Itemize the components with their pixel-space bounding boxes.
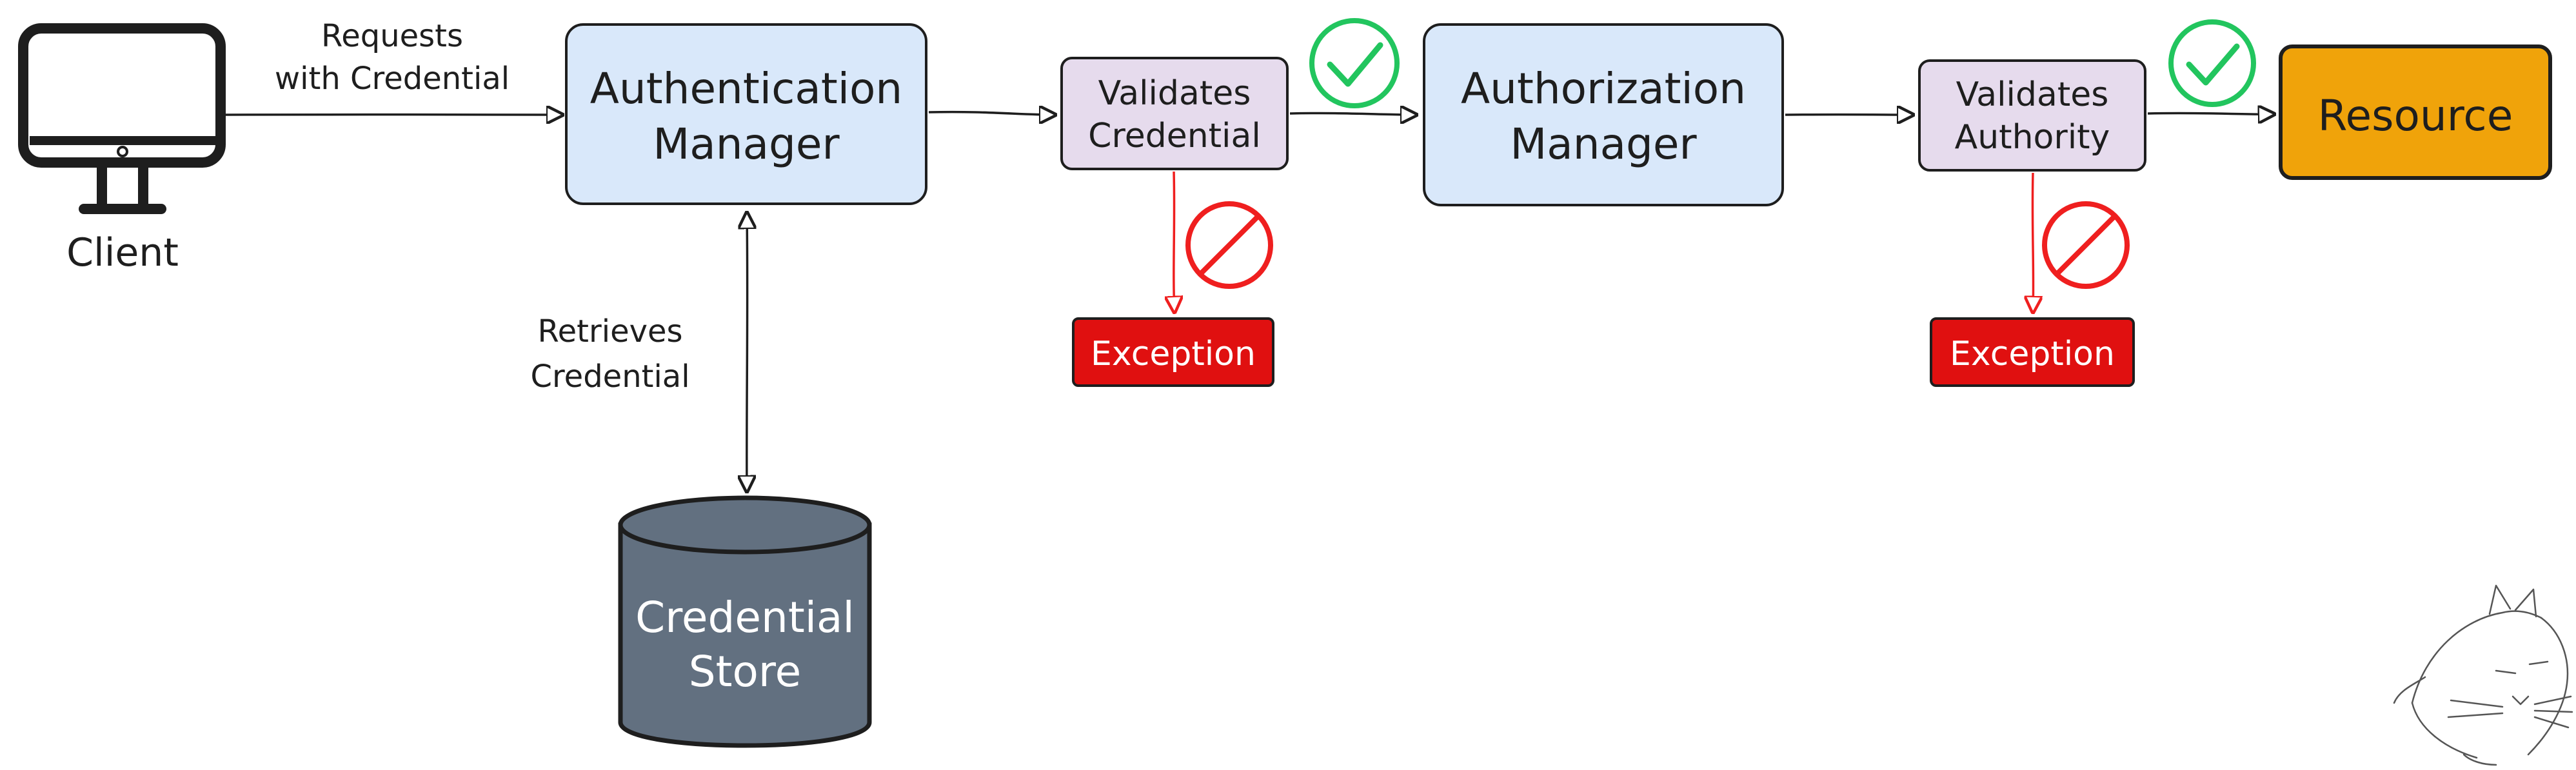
edge-validate-to-resource (2147, 113, 2274, 114)
validates-credential-node: Validates Credential (1060, 57, 1289, 170)
auth-manager-line2: Manager (653, 119, 840, 169)
edge-client-label-line1: Requests (321, 18, 463, 54)
credential-store-line2: Store (689, 647, 801, 696)
exception-1-label: Exception (1091, 335, 1256, 373)
authz-manager-line1: Authorization (1461, 64, 1746, 114)
resource-node: Resource (2279, 44, 2552, 180)
exception-2-label: Exception (1950, 335, 2115, 373)
edge-store-label-line1: Retrieves (537, 313, 682, 350)
validate-credential-line1: Validates (1098, 74, 1251, 113)
validate-authority-line2: Authority (1955, 118, 2110, 157)
authz-manager-line2: Manager (1510, 119, 1697, 169)
cat-sketch-icon (2393, 584, 2573, 766)
validate-credential-line2: Credential (1088, 117, 1261, 155)
edge-validate-to-authz (1289, 113, 1416, 115)
edge-client-to-auth: Requests with Credential (223, 18, 562, 115)
edge-auth-to-validate (928, 112, 1055, 115)
prohibited-icon (1185, 201, 1273, 289)
edge-client-label-line2: with Credential (275, 61, 510, 97)
validate-authority-line1: Validates (1956, 75, 2109, 114)
client-label: Client (66, 230, 179, 275)
credential-store-node: Credential Store (618, 495, 872, 748)
edge-auth-to-store: Retrieves Credential (530, 213, 747, 491)
monitor-icon (18, 23, 226, 214)
auth-manager-line1: Authentication (590, 64, 903, 114)
check-circle-icon (1309, 18, 1400, 108)
authentication-manager-node: Authentication Manager (565, 23, 927, 205)
authorization-manager-node: Authorization Manager (1423, 23, 1784, 206)
exception-2-node: Exception (1930, 317, 2135, 387)
client-node: Client (18, 23, 226, 275)
resource-label: Resource (2318, 91, 2513, 141)
validates-authority-node: Validates Authority (1918, 59, 2146, 172)
exception-1-node: Exception (1072, 317, 1274, 387)
database-icon (618, 495, 872, 748)
edge-store-label-line2: Credential (530, 359, 689, 395)
prohibited-icon (2042, 201, 2130, 289)
edge-validate-authority-fail (2032, 172, 2033, 312)
credential-store-line1: Credential (635, 593, 855, 642)
check-circle-icon (2168, 19, 2256, 107)
